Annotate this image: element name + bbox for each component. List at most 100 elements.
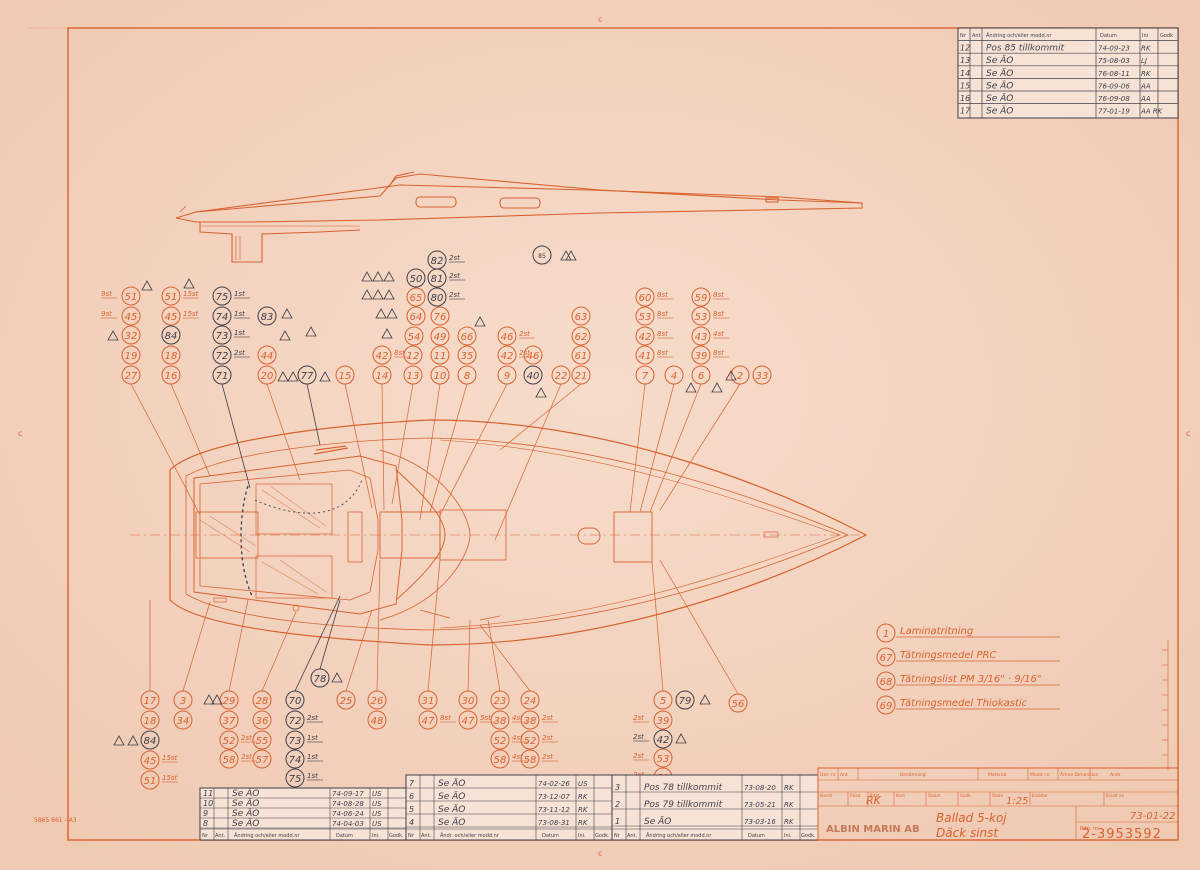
svg-text:67: 67 bbox=[880, 653, 893, 664]
balloon-55: 55 bbox=[252, 730, 272, 750]
title-header-label: Modd.-nr bbox=[1030, 772, 1050, 778]
quantity-label: 5st bbox=[480, 714, 491, 722]
quantity-label: 8st bbox=[657, 310, 668, 318]
quantity-label: 2st bbox=[234, 349, 245, 357]
balloon-number: 24 bbox=[524, 696, 537, 707]
balloon-number: 53 bbox=[657, 754, 670, 765]
svg-text:74-08-28: 74-08-28 bbox=[332, 800, 364, 808]
balloon-35: 35 bbox=[457, 345, 477, 365]
rev-footer-label: Ändring och/eller modd.nr bbox=[646, 832, 712, 839]
balloon-number: 76 bbox=[434, 312, 447, 323]
quantity-label: 1st bbox=[307, 753, 318, 761]
quantity-label: 1st bbox=[307, 734, 318, 742]
title-field-label: Ritat bbox=[870, 793, 880, 798]
balloon-number: 44 bbox=[261, 351, 274, 362]
svg-text:RK: RK bbox=[578, 806, 589, 814]
quantity-label: 1st bbox=[234, 290, 245, 298]
balloon-number: 73 bbox=[216, 331, 229, 342]
quantity-label: 8st bbox=[657, 330, 668, 338]
balloon-number: 5 bbox=[660, 696, 666, 707]
balloon-number: 39 bbox=[695, 351, 708, 362]
title-field-label: Ersätter bbox=[1032, 793, 1048, 798]
rev-footer-label: Ant. bbox=[421, 833, 432, 839]
balloon-number: 38 bbox=[494, 716, 507, 727]
balloon-number: 42 bbox=[657, 735, 670, 746]
title-header-label: Benämning bbox=[900, 772, 926, 778]
balloon-number: 51 bbox=[165, 292, 178, 303]
svg-text:US: US bbox=[372, 810, 382, 818]
balloon-number: 32 bbox=[125, 331, 138, 342]
quantity-label: 8st bbox=[713, 310, 724, 318]
svg-text:4: 4 bbox=[409, 818, 414, 827]
svg-text:Se ÄO: Se ÄO bbox=[986, 68, 1013, 79]
svg-text:US: US bbox=[372, 820, 382, 828]
balloon-number: 15 bbox=[339, 371, 352, 382]
balloon-4: 4 bbox=[664, 365, 684, 385]
svg-text:85: 85 bbox=[538, 253, 546, 260]
rev-footer-label: Nr bbox=[408, 833, 415, 839]
balloon-50: 50 bbox=[406, 268, 426, 288]
svg-text:77-01-19: 77-01-19 bbox=[1098, 108, 1130, 116]
svg-text:76-09-08: 76-09-08 bbox=[1098, 95, 1130, 103]
balloon-20: 20 bbox=[257, 365, 277, 385]
balloon-36: 36 bbox=[252, 710, 272, 730]
balloon-number: 59 bbox=[695, 293, 708, 304]
title-field-label: Skala bbox=[992, 793, 1003, 798]
balloon-59: 59 8st bbox=[691, 287, 729, 307]
svg-text:1: 1 bbox=[615, 817, 620, 826]
balloon-number: 42 bbox=[376, 351, 389, 362]
balloon-46: 46 bbox=[523, 345, 543, 365]
balloon-number: 12 bbox=[407, 351, 420, 362]
svg-text:Se ÄO: Se ÄO bbox=[438, 791, 465, 802]
balloon-8: 8 bbox=[457, 365, 477, 385]
svg-text:2: 2 bbox=[615, 800, 620, 809]
svg-text:Pos 79 tillkommit: Pos 79 tillkommit bbox=[644, 800, 723, 810]
svg-text:73-08-31: 73-08-31 bbox=[538, 819, 570, 827]
quantity-label: 2st bbox=[542, 714, 553, 722]
balloon-64: 64 bbox=[406, 306, 426, 326]
balloon-number: 48 bbox=[371, 716, 384, 727]
svg-text:16: 16 bbox=[960, 94, 970, 103]
rev-footer-label: Ant. bbox=[627, 833, 638, 839]
balloon-number: 18 bbox=[144, 716, 157, 727]
balloon-31: 31 bbox=[418, 690, 438, 710]
balloon-76: 76 bbox=[430, 306, 450, 326]
svg-text:Se ÄO: Se ÄO bbox=[232, 798, 259, 809]
rev-footer-label: Godk. bbox=[595, 833, 610, 839]
title-field-label: Kont. bbox=[896, 793, 906, 798]
title-header-label: Ant bbox=[840, 772, 848, 778]
balloon-63: 63 bbox=[571, 306, 591, 326]
svg-text:c: c bbox=[18, 429, 22, 438]
balloon-13: 13 bbox=[403, 365, 423, 385]
balloon-number: 74 bbox=[216, 312, 229, 323]
quantity-label: 4st bbox=[512, 734, 523, 742]
svg-text:AA: AA bbox=[1140, 95, 1151, 103]
quantity-label: 8st bbox=[713, 291, 724, 299]
svg-text:Tätningsmedel Thiokastic: Tätningsmedel Thiokastic bbox=[900, 698, 1028, 709]
balloon-number: 73 bbox=[289, 736, 302, 747]
svg-text:Se ÄO: Se ÄO bbox=[232, 808, 259, 819]
balloon-number: 62 bbox=[575, 332, 588, 343]
quantity-label: 15st bbox=[183, 310, 199, 318]
balloon-number: 45 bbox=[125, 312, 138, 323]
balloon-number: 81 bbox=[431, 274, 444, 285]
quantity-label: 2st bbox=[241, 734, 252, 742]
balloon-number: 51 bbox=[144, 776, 157, 787]
balloon-number: 4 bbox=[671, 371, 677, 382]
svg-text:3: 3 bbox=[615, 783, 620, 792]
